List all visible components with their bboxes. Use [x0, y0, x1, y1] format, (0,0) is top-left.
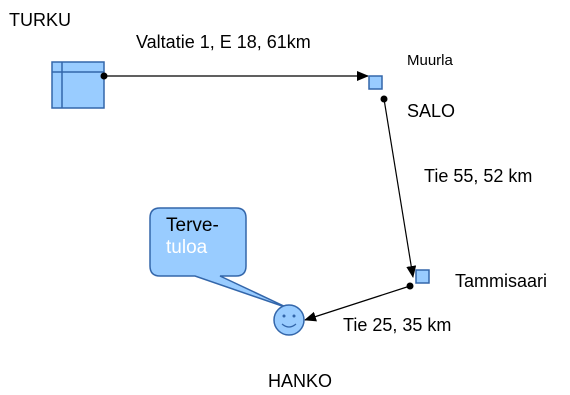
connector-dot [100, 72, 108, 80]
table-icon [51, 61, 105, 109]
node-square-icon [415, 269, 430, 284]
connector-dot [380, 95, 388, 103]
place-label-tammisaari: Tammisaari [455, 271, 548, 291]
greeting-line-1: Terve- [166, 215, 219, 236]
place-label-hanko: HANKO [268, 371, 333, 391]
smiley-face-icon [273, 304, 305, 336]
place-label-salo: SALO [407, 101, 456, 121]
node-square-icon [368, 75, 383, 90]
route-label-turku-muurla: Valtatie 1, E 18, 61km [136, 32, 311, 52]
place-label-turku: TURKU [9, 10, 71, 30]
route-label-tammisaari-hanko: Tie 25, 35 km [343, 315, 452, 335]
route-line-salo-tammisaari [383, 98, 417, 278]
route-label-salo-tammisaari: Tie 55, 52 km [424, 166, 533, 186]
greeting-line-2: tuloa [166, 237, 208, 258]
speech-bubble-icon [149, 207, 289, 309]
route-line-tammisaari-hanko [304, 285, 411, 322]
connector-dot [406, 282, 414, 290]
place-label-muurla: Muurla [407, 52, 453, 69]
